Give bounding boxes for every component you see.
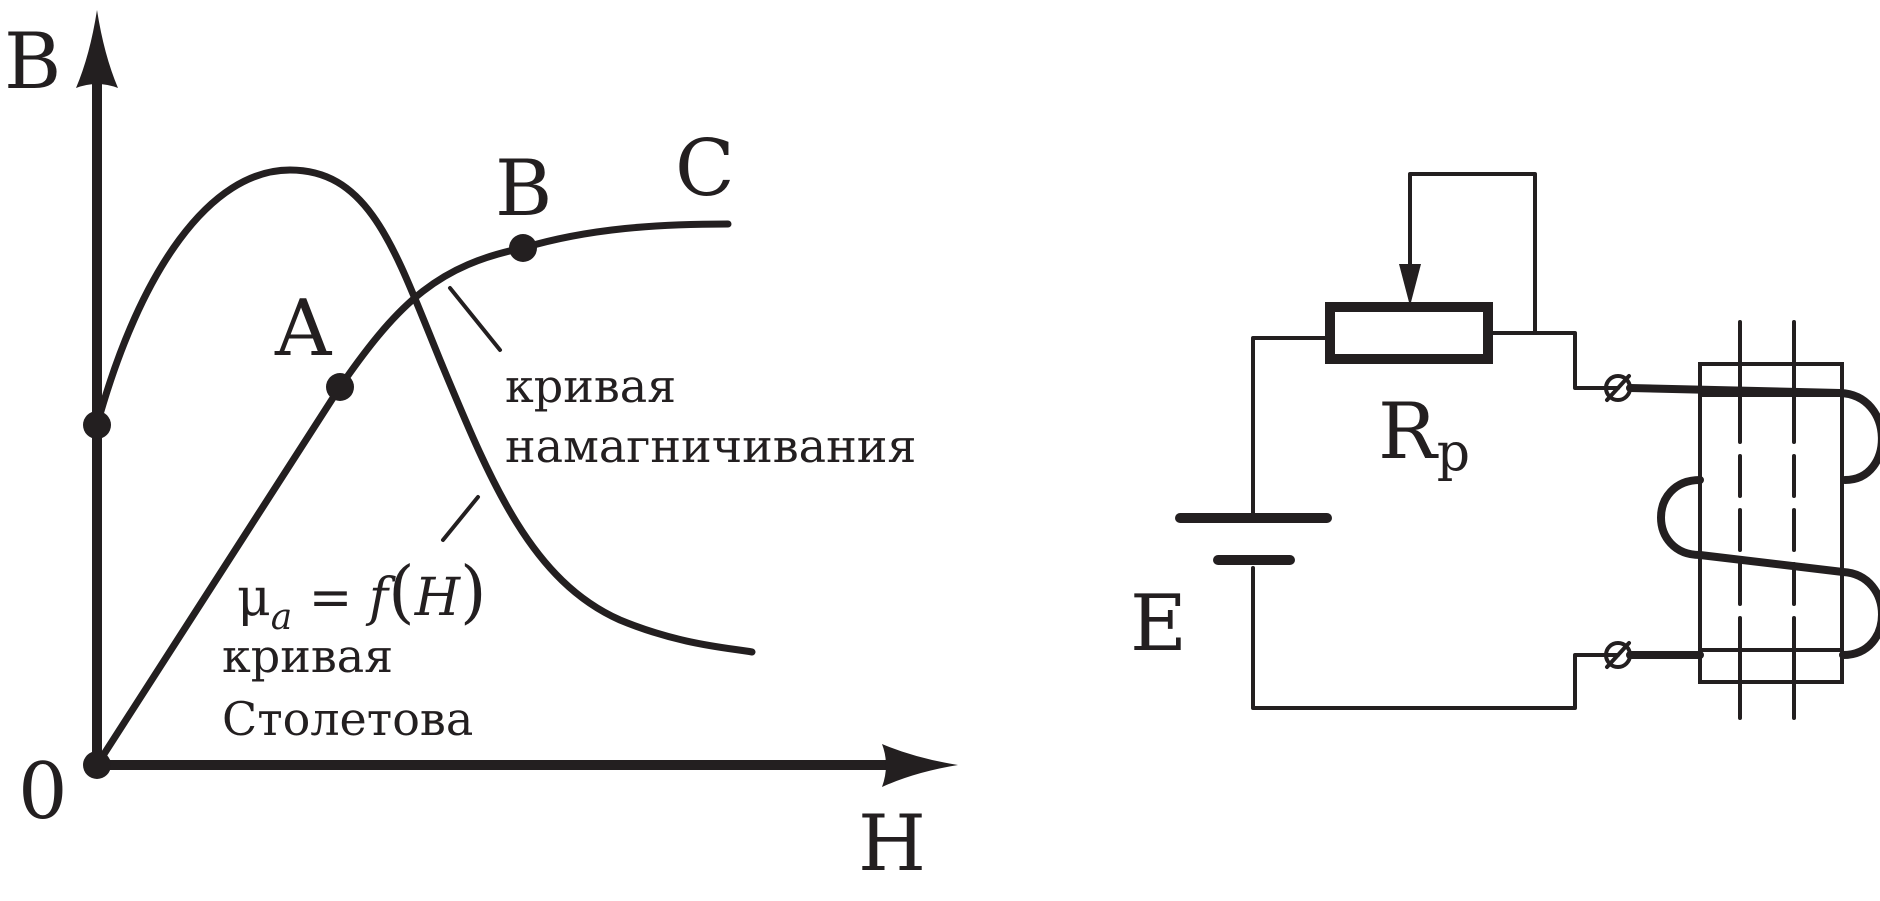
point-mu-start xyxy=(83,411,111,439)
point-a xyxy=(326,373,354,401)
formula-rparen: ) xyxy=(460,553,487,632)
magnetization-label-line2: намагничивания xyxy=(505,419,916,473)
stoletov-leader-line xyxy=(441,495,480,542)
circuit-wire-bottom xyxy=(1251,566,1620,710)
circuit-wire-top-left xyxy=(1251,336,1329,520)
y-axis-arrowhead xyxy=(76,10,118,88)
origin-label: 0 xyxy=(18,747,68,837)
formula-mu: μ xyxy=(237,568,271,628)
coil-core xyxy=(1698,362,1844,684)
permeability-formula: μa = f(H) xyxy=(237,553,487,638)
magnetization-graph: B H 0 A B C кривая намагничивания μa = f… xyxy=(4,10,958,889)
rheostat-resistor xyxy=(1325,302,1493,364)
formula-h: H xyxy=(414,568,462,628)
circuit-wire-top-right xyxy=(1488,331,1620,390)
point-a-label: A xyxy=(274,284,333,374)
x-axis-label: H xyxy=(858,799,926,889)
emf-label: E xyxy=(1130,579,1187,669)
y-axis-label: B xyxy=(4,17,61,107)
magnetization-curve xyxy=(93,220,732,769)
point-origin xyxy=(83,751,111,779)
stoletov-label-line2: Столетова xyxy=(222,692,473,746)
formula-subscript: a xyxy=(271,597,292,638)
point-b-label: B xyxy=(495,144,552,234)
rheostat-label-main: R xyxy=(1378,387,1439,477)
rheostat-label: Rp xyxy=(1378,387,1470,483)
rheostat-label-sub: p xyxy=(1437,423,1470,483)
terminal-top-slash xyxy=(1605,374,1631,402)
rheostat-slider-wire xyxy=(1408,172,1537,335)
terminal-bottom-slash xyxy=(1605,641,1631,669)
point-b xyxy=(509,234,537,262)
magnetization-label-line1: кривая xyxy=(505,359,676,413)
magnetization-leader-line xyxy=(448,286,502,352)
stoletov-curve xyxy=(93,166,756,656)
formula-equals: = xyxy=(292,568,369,628)
stoletov-label-line1: кривая xyxy=(222,629,393,683)
circuit-diagram: Rp E xyxy=(1130,172,1880,720)
x-axis-arrowhead xyxy=(882,744,958,787)
formula-lparen: ( xyxy=(388,553,415,632)
coil-winding xyxy=(1626,384,1880,659)
rheostat-slider-arrow xyxy=(1399,264,1421,306)
point-c-label: C xyxy=(675,124,735,214)
